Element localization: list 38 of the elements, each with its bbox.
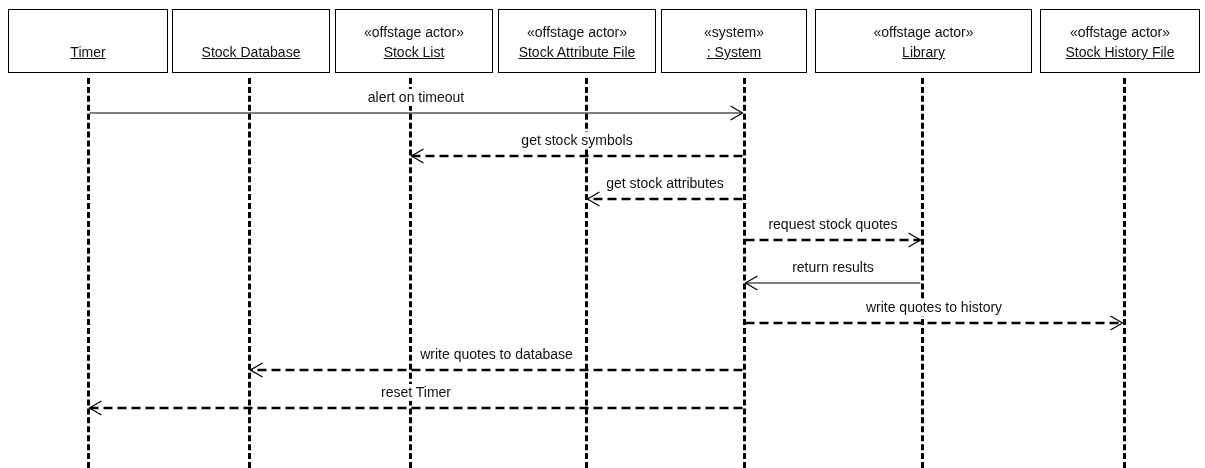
participant-name: Library <box>902 43 945 62</box>
participant-box <box>8 9 168 73</box>
edge-label: alert on timeout <box>365 89 467 106</box>
participant-box <box>335 9 493 73</box>
participant-name: Stock Database <box>201 43 301 62</box>
edge-label: write quotes to history <box>863 299 1005 316</box>
participant-box <box>172 9 330 73</box>
participant-box <box>1040 9 1200 73</box>
dashed-message-arrow <box>745 232 922 248</box>
dashed-message-arrow <box>88 400 743 416</box>
stereotype-label: «offstage actor» <box>526 23 628 42</box>
participant-name: Timer <box>70 43 106 62</box>
participant-box <box>815 9 1032 73</box>
lifeline <box>86 78 90 468</box>
message-arrow <box>744 275 922 291</box>
participant-name: Stock Attribute File <box>518 43 636 62</box>
dashed-message-arrow <box>249 362 743 378</box>
participant-box <box>661 9 807 73</box>
stereotype-label: «offstage actor» <box>873 23 974 42</box>
participant-box <box>498 9 656 73</box>
stereotype-label: «system» <box>704 23 764 42</box>
lifeline <box>247 78 251 468</box>
lifeline <box>1122 78 1126 468</box>
edge-label: get stock symbols <box>519 132 635 149</box>
dashed-message-arrow <box>745 315 1124 331</box>
dashed-message-arrow <box>586 191 743 207</box>
participant-name: Stock List <box>383 43 445 62</box>
edge-label: get stock attributes <box>604 175 726 192</box>
message-arrow <box>88 105 744 121</box>
participant-name: Stock History File <box>1065 43 1175 62</box>
edge-label: request stock quotes <box>766 216 900 233</box>
edge-label: reset Timer <box>379 384 453 401</box>
dashed-message-arrow <box>410 148 743 164</box>
stereotype-label: «offstage actor» <box>363 23 465 42</box>
lifeline <box>742 78 746 468</box>
edge-label: write quotes to database <box>418 346 575 363</box>
participant-name: : System <box>706 43 762 62</box>
stereotype-label: «offstage actor» <box>1069 23 1171 42</box>
